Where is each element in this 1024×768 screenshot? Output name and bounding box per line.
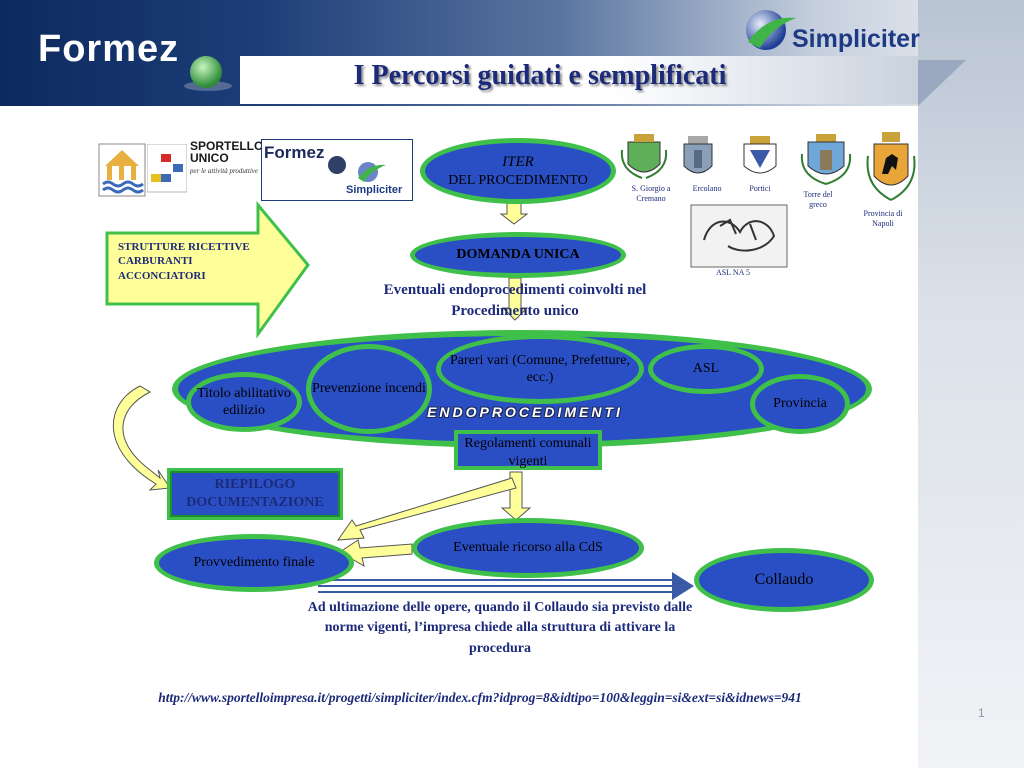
iter-line1: ITER — [502, 153, 534, 170]
collaudo-note: Ad ultimazione delle opere, quando il Co… — [307, 600, 693, 656]
sportello-grid-icon — [147, 144, 187, 193]
endoprocedimenti-label: ENDOPROCEDIMENTI — [427, 404, 623, 420]
collaudo-node: Collaudo — [694, 548, 874, 612]
sportello-building-icon — [98, 143, 146, 197]
simpliciter-small-globe-icon — [358, 162, 386, 182]
iter-to-domanda-arrow — [499, 201, 529, 225]
provvedimento-finale-node: Provvedimento finale — [154, 534, 354, 592]
formez-small-logo-text: Formez — [264, 143, 325, 162]
ricorso-cds-node: Eventuale ricorso alla CdS — [412, 518, 644, 578]
prevenzione-incendi-node: Prevenzione incendi — [306, 344, 432, 434]
sportello-subtitle: per le attività produttive — [190, 167, 258, 175]
simpliciter-globe-icon — [746, 10, 796, 50]
page-number: 1 — [978, 706, 985, 720]
asl-na5-logo-icon — [690, 204, 788, 268]
to-collaudo-arrowhead — [672, 572, 694, 600]
provincia-napoli-shield-icon — [866, 132, 916, 201]
s-giorgio-shield-icon — [620, 134, 668, 179]
simpliciter-logo-text: Simpliciter — [792, 25, 920, 53]
torre-del-greco-shield-icon — [800, 134, 852, 185]
riepilogo-label: RIEPILOGO DOCUMENTAZIONE — [170, 471, 340, 517]
ercolano-shield-icon — [683, 136, 713, 174]
formez-logo: Formez — [38, 28, 180, 70]
right-side-strip — [918, 0, 1024, 768]
page-title: I Percorsi guidati e semplificati — [353, 60, 727, 91]
footer-url-link[interactable]: http://www.sportelloimpresa.it/progetti/… — [158, 690, 802, 705]
titolo-abilitativo-node: Titolo abilitativo edilizio — [186, 372, 302, 432]
sportello-unico-logo: SPORTELLO UNICO per le attività produtti… — [95, 139, 264, 202]
simpliciter-small-logo-text: Simpliciter — [346, 184, 403, 196]
iter-procedimento-node: ITER DEL PROCEDIMENTO — [420, 138, 616, 204]
regolamenti-node: Regolamenti comunali vigenti — [454, 430, 602, 470]
formez-small-orb-icon — [328, 156, 346, 174]
title-bar — [240, 56, 918, 104]
strutture-label: STRUTTURE RICETTIVE CARBURANTI ACCONCIAT… — [118, 241, 250, 282]
strutture-arrow — [105, 200, 310, 339]
riepilogo-box: RIEPILOGO DOCUMENTAZIONE — [167, 468, 343, 520]
curve-to-riepilogo-arrow — [112, 385, 171, 491]
municipality-label: Ercolano — [692, 184, 722, 193]
domanda-to-endoproc-arrow — [501, 277, 529, 321]
municipality-label: S. Giorgio a Cremano — [631, 184, 671, 203]
iter-line2: DEL PROCEDIMENTO — [448, 172, 588, 188]
portici-shield-icon — [743, 136, 777, 174]
municipality-label: Torre del greco — [803, 190, 833, 209]
asl-caption: ASL NA 5 — [716, 268, 750, 277]
sportello-title-line1: SPORTELLO — [190, 139, 264, 153]
formez-orb-icon — [184, 56, 232, 91]
regolamenti-to-provvedimento-arrow — [336, 477, 517, 541]
pareri-vari-node: Pareri vari (Comune, Prefetture, ecc.) — [436, 334, 644, 404]
provincia-node: Provincia — [750, 374, 850, 434]
municipality-label: Provincia di Napoli — [863, 209, 903, 228]
municipality-label: Portici — [749, 184, 771, 193]
asl-node: ASL — [648, 344, 764, 394]
sportello-title-line2: UNICO — [190, 151, 229, 165]
regolamenti-to-ricorso-arrow — [500, 471, 532, 521]
endoproc-note: Eventuali endoprocedimenti coinvolti nel… — [383, 282, 647, 319]
header-corner-notch — [918, 60, 966, 106]
domanda-unica-node: DOMANDA UNICA — [410, 232, 626, 278]
formez-simpliciter-logo-box: Formez Simpliciter — [261, 139, 413, 201]
